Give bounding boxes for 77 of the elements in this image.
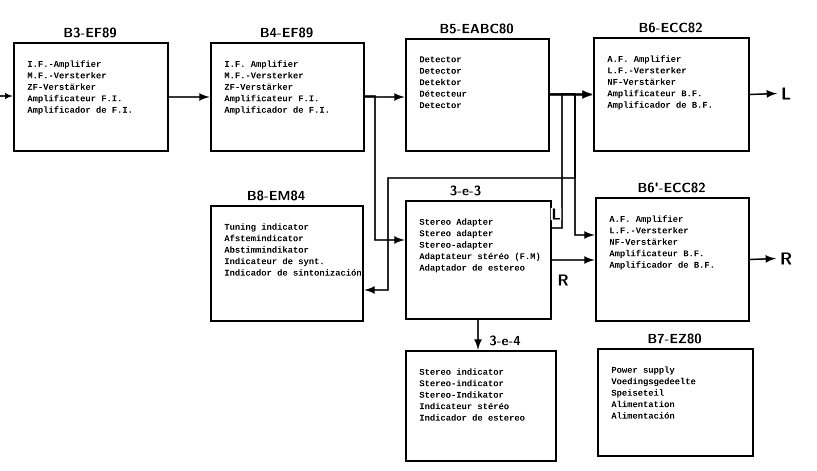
node-label: Adaptador de estereo [419, 264, 525, 272]
node-label: Abstimmindikator [224, 246, 308, 253]
arrow [363, 95, 402, 244]
block-box: A.F. Amplifier L.F.-Versterker NF-Verstärker Amplificateur B.F. Amplificador de B.F. [593, 37, 750, 152]
block-box: I.F.-Amplifier M.F.-Versterker ZF-Verstärker Amplificateur F.I. Amplificador de F.I. [13, 42, 169, 152]
node-label: Amplificador de B.F. [609, 261, 713, 270]
block-heading: B6'-ECC82 [638, 182, 705, 192]
block-heading: B6-ECC82 [640, 22, 702, 32]
block-heading: B4-EF89 [261, 28, 313, 38]
node-label: Afstemindicator [224, 234, 303, 242]
node-label: Détecteur [420, 90, 466, 97]
edge-label: R [556, 274, 570, 286]
node-label: Amplificateur F.I. [224, 94, 318, 104]
output-label: L [782, 87, 790, 100]
block-box: Tuning indicator Afstemindicator Abstimmindikator Indicateur de synt. Indicador de sintonización [210, 205, 364, 322]
edge-label: L [550, 208, 562, 220]
block-box: A.F. Amplifier L.F.-Versterker NF-Verstärker Amplificateur B.F. Amplificador de B.F. [595, 197, 750, 322]
node-label: Indicateur de synt. [225, 258, 323, 266]
node-label: NF-Verstärker [608, 78, 676, 85]
arrow [550, 90, 590, 229]
node-label: L.F.-Versterker [608, 66, 686, 74]
block-heading: B5-EABC80 [440, 24, 513, 34]
arrow [365, 94, 402, 100]
node-label: A.F. Amplifier [607, 55, 681, 64]
node-label: A.F. Amplifier [609, 215, 683, 224]
node-label: I.F. Amplifier [225, 60, 298, 69]
arrow [552, 256, 592, 264]
node-label: M.F.-Versterker [28, 72, 106, 78]
block-box: Detector Detector Detektor Détecteur Detector [405, 38, 550, 152]
node-label: Tuning indicator [224, 223, 308, 232]
node-label: Stereo indicator [420, 368, 504, 375]
node-label: Indicador de estereo [420, 414, 525, 421]
arrow [169, 94, 208, 100]
node-label: NF-Verstärker [610, 238, 678, 245]
block-box: Stereo Adapter Stereo adapter Stereo-adapter Adaptateur stéréo (F.M) Adaptador de estereo [405, 200, 552, 320]
block-box: I.F. Amplifier M.F.-Versterker ZF-Verstärker Amplificateur F.I. Amplificador de F.I. [210, 42, 365, 152]
node-label: Indicateur stéréo [420, 402, 509, 410]
node-label: I.F.-Amplifier [28, 60, 101, 69]
node-label: ZF-Verstärker [28, 83, 96, 90]
node-label: Stereo-indicator [420, 380, 504, 386]
node-label: Indicador de sintonización [225, 269, 362, 276]
node-label: Amplificador de F.I. [27, 106, 131, 115]
arrow [0, 93, 11, 99]
node-label: Amplificateur B.F. [607, 90, 700, 98]
node-label: Detector [420, 102, 461, 108]
node-label: Detector [420, 56, 461, 62]
arrow [750, 255, 774, 262]
node-label: Alimentation [611, 400, 674, 408]
node-label: Voedingsgedeelte [611, 378, 696, 386]
node-label: Amplificador de B.F. [607, 101, 711, 110]
node-label: Amplificateur B.F. [609, 250, 702, 258]
node-label: L.F.-Versterker [610, 226, 688, 234]
node-label: Stereo-Indikator [420, 391, 504, 398]
node-label: Speiseteil [612, 389, 664, 398]
block-heading: 3-e-4 [490, 336, 520, 346]
block-box: Stereo indicator Stereo-indicator Stereo-Indikator Indicateur stéréo Indicador de estereo [405, 350, 557, 462]
node-label: Detector [420, 68, 461, 74]
arrow [474, 318, 482, 348]
node-label: Detektor [420, 78, 461, 86]
block-heading: 3-e-3 [450, 186, 480, 196]
block-heading: B7-EZ80 [648, 334, 702, 344]
arrow [548, 93, 592, 238]
node-label: Alimentación [611, 412, 674, 419]
node-label: Stereo adapter [420, 230, 493, 238]
block-heading: B8-EM84 [248, 190, 305, 200]
block-box: Power supply Voedingsgedeelte Speiseteil Alimentation Alimentación [597, 348, 754, 457]
node-label: Stereo Adapter [420, 218, 493, 227]
node-label: Amplificador de F.I. [224, 106, 328, 115]
node-label: Power supply [612, 366, 675, 375]
block-heading: B3-EF89 [64, 28, 116, 38]
node-label: ZF-Verstärker [224, 83, 292, 90]
node-label: Amplificateur F.I. [27, 94, 120, 104]
arrow [750, 90, 775, 98]
node-label: M.F.-Versterker [224, 72, 303, 78]
output-label: R [781, 252, 792, 265]
node-label: Stereo-adapter [420, 241, 493, 250]
node-label: Adaptateur stéréo (F.M) [419, 252, 540, 261]
